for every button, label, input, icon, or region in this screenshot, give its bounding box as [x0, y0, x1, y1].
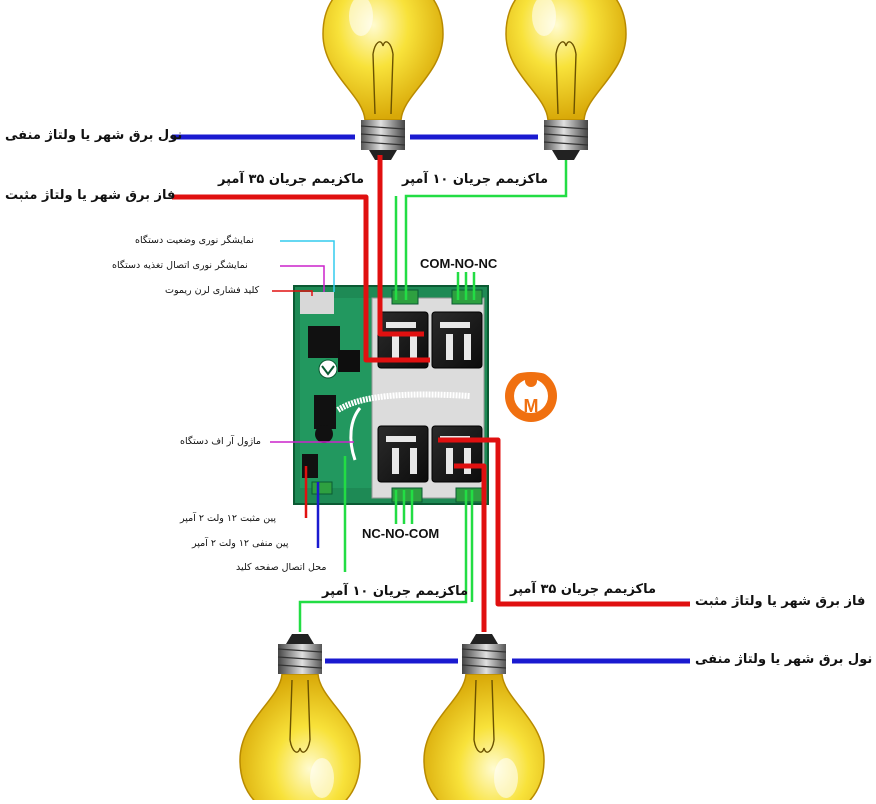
status-led-label: نمایشگر نوری وضعیت دستگاه: [135, 235, 254, 246]
phase-wire: [172, 155, 690, 632]
pin-positive-label: پین مثبت ۱۲ ولت ۲ آمپر: [180, 513, 276, 524]
phase-bottom-label: فاز برق شهر یا ولتاژ مثبت: [695, 594, 866, 609]
learn-button-label: کلید فشاری لرن ریموت: [165, 285, 260, 296]
max-10-top-label: ماکزیمم جریان ۱۰ آمپر: [402, 172, 549, 187]
pin-negative-label: پین منفی ۱۲ ولت ۲ آمپر: [192, 538, 289, 549]
com-no-nc-label: COM-NO-NC: [420, 256, 498, 271]
logo-letter: M: [524, 396, 539, 416]
relay-board: [293, 285, 489, 505]
keypad-connection-label: محل اتصال صفحه کلید: [236, 562, 327, 573]
power-led-label: نمایشگر نوری اتصال تغذیه دستگاه: [112, 260, 248, 271]
callout-lines: [270, 240, 354, 548]
load-wire: [298, 160, 568, 632]
max-10-bottom-label: ماکزیمم جریان ۱۰ آمپر: [322, 584, 469, 599]
neutral-wire: [172, 134, 690, 664]
neutral-bottom-label: نول برق شهر یا ولتاژ منفی: [695, 652, 873, 667]
max-35-top-label: ماکزیمم جریان ۳۵ آمپر: [218, 172, 365, 187]
max-35-bottom-label: ماکزیمم جریان ۳۵ آمپر: [510, 582, 657, 597]
nc-no-com-label: NC-NO-COM: [362, 526, 440, 541]
rf-module-label: ماژول آر اف دستگاه: [180, 436, 262, 447]
brand-logo-icon: M: [505, 369, 557, 422]
phase-top-label: فاز برق شهر یا ولتاژ مثبت: [5, 188, 176, 203]
neutral-top-label: نول برق شهر یا ولتاژ منفی: [5, 128, 183, 143]
